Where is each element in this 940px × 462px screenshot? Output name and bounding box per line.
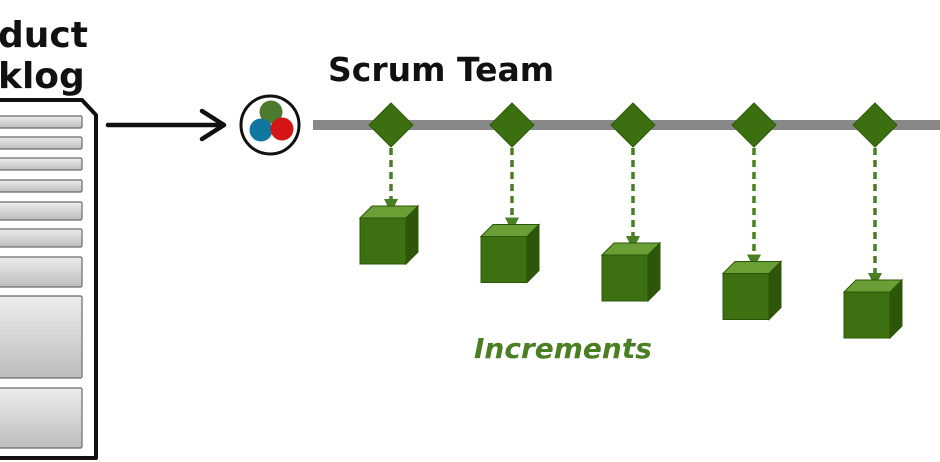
sprint-diamond — [489, 102, 535, 148]
product-backlog-document — [0, 98, 98, 460]
backlog-title-line1: duct — [0, 15, 88, 56]
backlog-item — [0, 228, 83, 248]
increment-cube — [358, 204, 420, 266]
scrum-team-label: Scrum Team — [328, 50, 554, 89]
sprint — [358, 102, 420, 266]
increment-cube — [479, 223, 541, 284]
increment-cube — [721, 260, 783, 321]
backlog-item — [0, 136, 83, 150]
sprint — [842, 102, 904, 340]
sprint-diamond — [852, 102, 898, 148]
sprints — [358, 102, 904, 340]
increment-cube — [842, 278, 904, 340]
backlog-title-line2: klog — [0, 56, 85, 97]
backlog-to-team-arrow — [105, 108, 227, 142]
backlog-item — [0, 256, 83, 288]
sprint-diamond — [368, 102, 414, 148]
sprint — [600, 102, 662, 303]
sprint — [721, 102, 783, 321]
scrum-team-icon — [239, 94, 301, 156]
increments-label: Increments — [474, 332, 652, 365]
sprint — [479, 102, 541, 284]
backlog-item — [0, 115, 83, 129]
increment-cube — [600, 241, 662, 303]
backlog-item — [0, 179, 83, 193]
backlog-item — [0, 201, 83, 221]
backlog-item — [0, 387, 83, 449]
sprint-diamond — [731, 102, 777, 148]
backlog-item — [0, 295, 83, 379]
sprint-diamond — [610, 102, 656, 148]
backlog-item — [0, 157, 83, 171]
